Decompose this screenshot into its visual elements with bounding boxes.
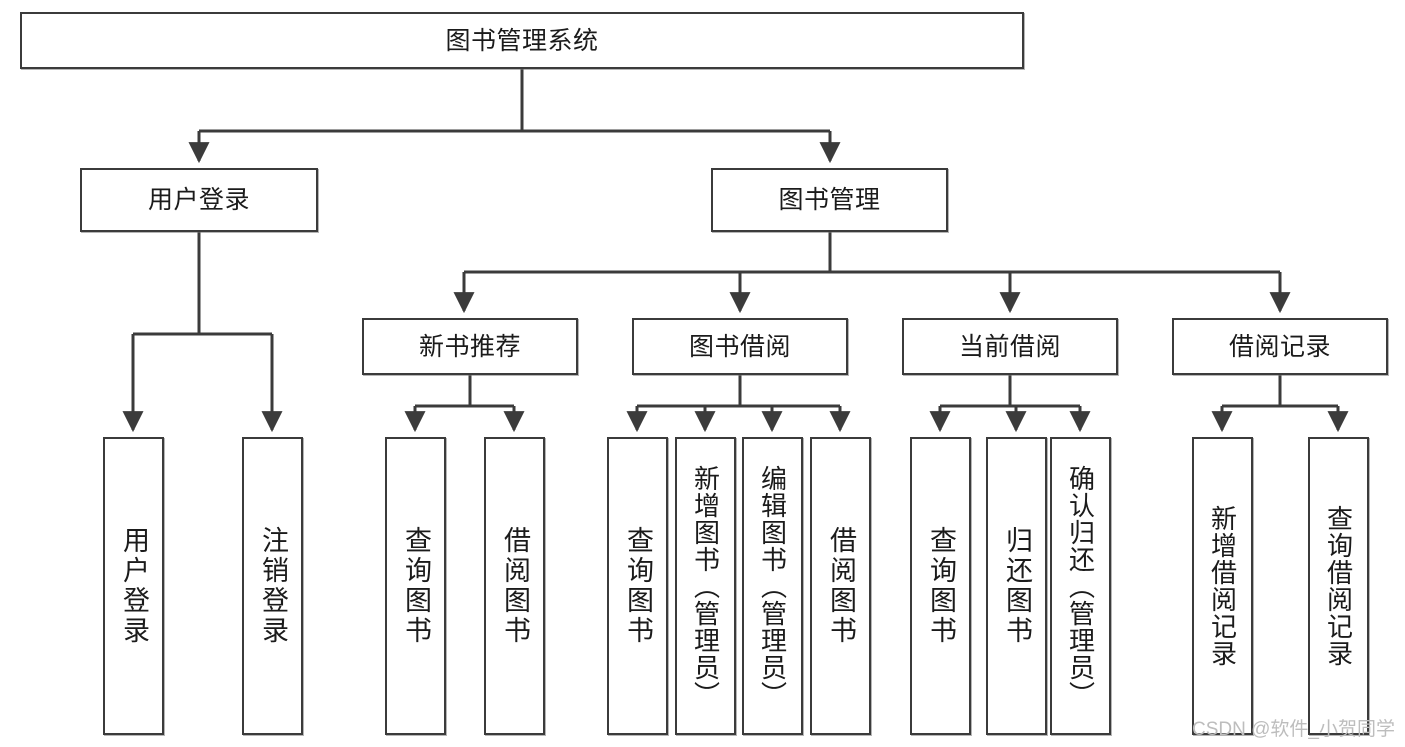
node-current-borrow[interactable]: 当前借阅 [902,318,1118,375]
node-label: 当前借阅 [958,332,1061,361]
node-label: 查询图书 [401,526,431,646]
node-label: 用户登录 [147,186,250,214]
node-leaf-confirm-return[interactable]: 确认归还（管理员） [1050,437,1111,735]
node-label: 借阅记录 [1228,332,1331,361]
watermark-text: CSDN @软件_小贺同学 [1192,719,1395,740]
node-leaf-query-book-2[interactable]: 查询图书 [607,437,668,735]
node-leaf-return-book[interactable]: 归还图书 [986,437,1047,735]
node-label: 归还图书 [1002,526,1032,646]
node-label: 图书管理 [778,186,881,214]
node-label: 图书借阅 [688,332,791,361]
node-label: 新增借阅记录 [1207,505,1238,667]
node-label: 注销登录 [258,526,288,646]
node-leaf-logout[interactable]: 注销登录 [242,437,303,735]
node-leaf-borrow-book-2[interactable]: 借阅图书 [810,437,871,735]
node-leaf-borrow-book-1[interactable]: 借阅图书 [484,437,545,735]
node-leaf-edit-book[interactable]: 编辑图书（管理员） [742,437,803,735]
node-label: 新书推荐 [418,332,521,361]
node-label: 查询借阅记录 [1323,505,1354,667]
node-leaf-query-record[interactable]: 查询借阅记录 [1308,437,1369,735]
node-book-manage[interactable]: 图书管理 [711,168,948,232]
node-leaf-user-login[interactable]: 用户登录 [103,437,164,735]
node-leaf-query-book-3[interactable]: 查询图书 [910,437,971,735]
node-leaf-query-book-1[interactable]: 查询图书 [385,437,446,735]
node-label: 查询图书 [926,526,956,646]
node-label: 图书管理系统 [445,26,599,55]
node-label: 确认归还（管理员） [1065,464,1096,708]
node-user-login[interactable]: 用户登录 [80,168,318,232]
node-label: 编辑图书（管理员） [757,464,788,708]
node-label: 借阅图书 [500,526,530,646]
node-new-book-recommendation[interactable]: 新书推荐 [362,318,578,375]
node-label: 新增图书（管理员） [690,464,721,708]
node-leaf-add-book[interactable]: 新增图书（管理员） [675,437,736,735]
node-label: 借阅图书 [826,526,856,646]
node-label: 用户登录 [119,526,149,646]
node-borrow-record[interactable]: 借阅记录 [1172,318,1388,375]
node-book-borrow[interactable]: 图书借阅 [632,318,848,375]
node-leaf-add-record[interactable]: 新增借阅记录 [1192,437,1253,735]
node-label: 查询图书 [623,526,653,646]
node-root-system[interactable]: 图书管理系统 [20,12,1024,69]
